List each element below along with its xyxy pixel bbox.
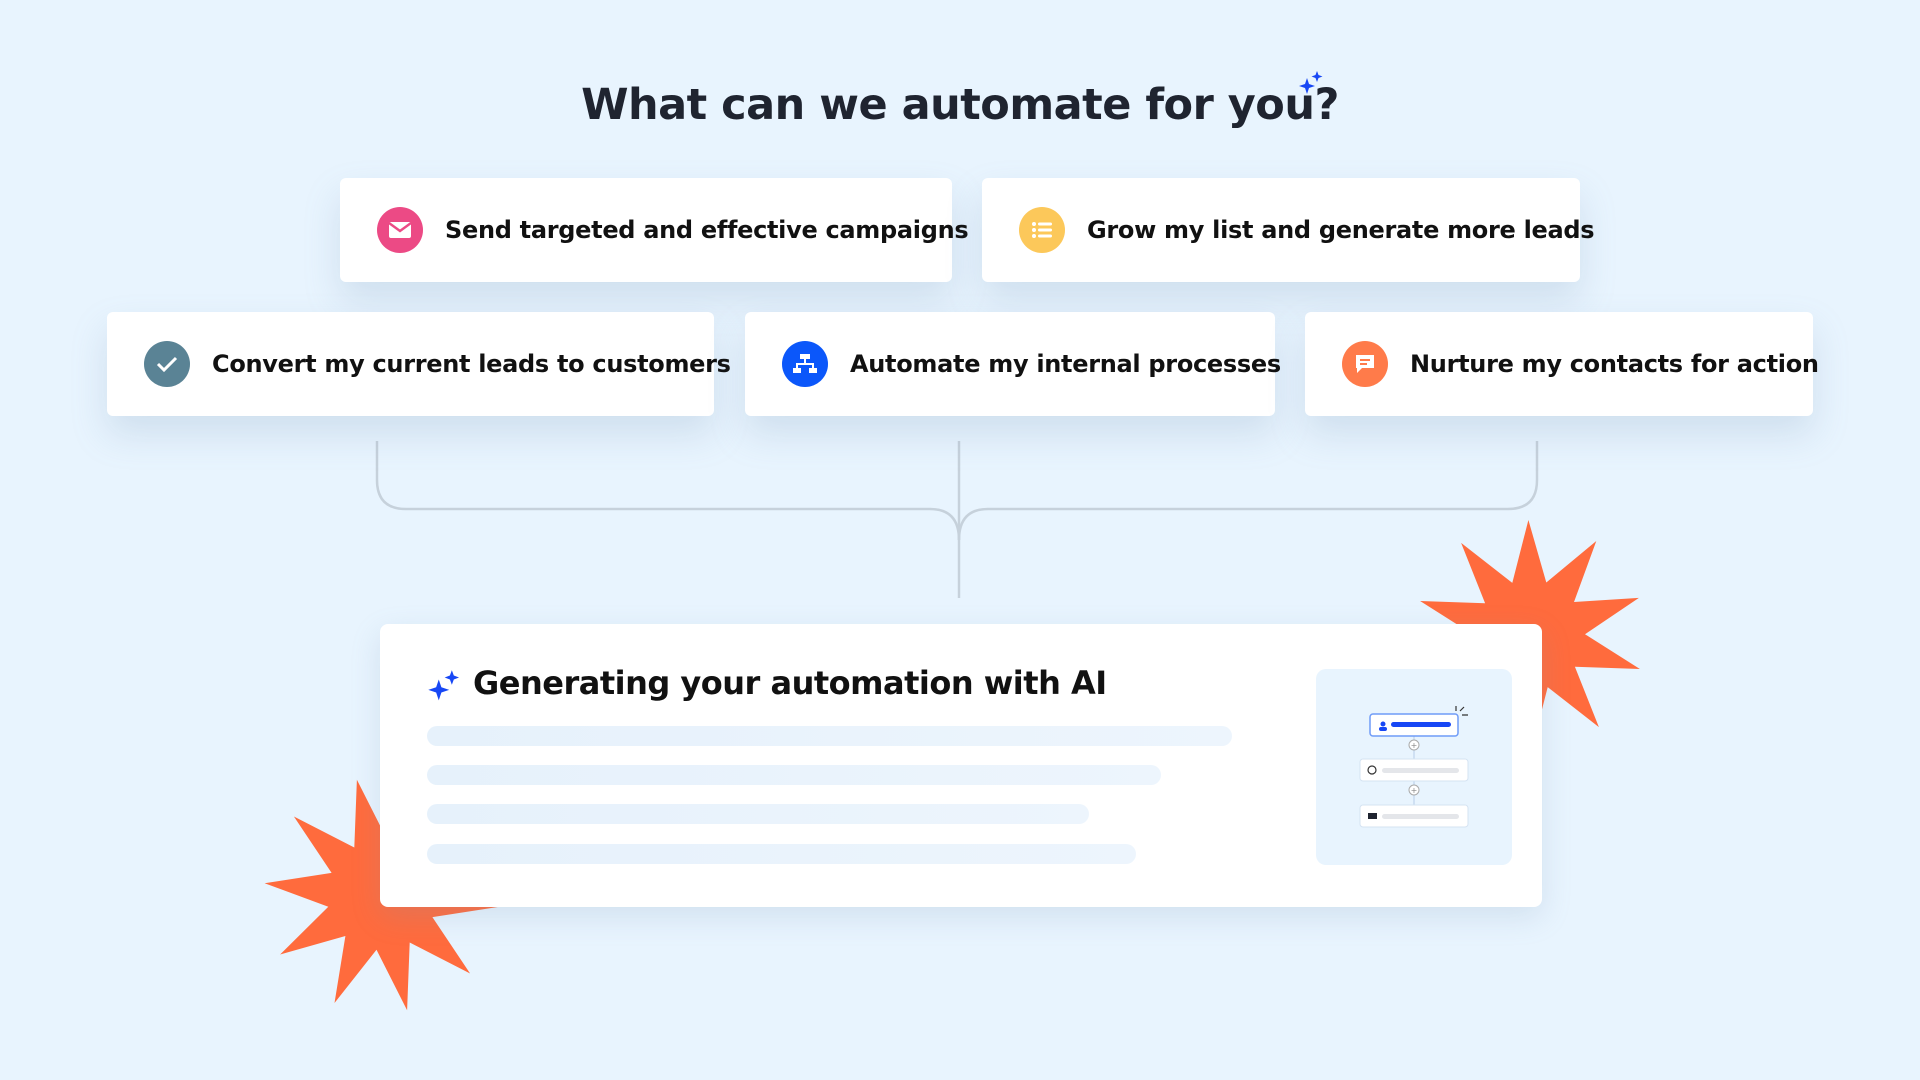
option-grow-list[interactable]: Grow my list and generate more leads bbox=[982, 178, 1595, 282]
loading-skeleton-bar bbox=[427, 726, 1232, 746]
page-title: What can we automate for you? bbox=[581, 80, 1339, 130]
option-automate-processes[interactable]: Automate my internal processes bbox=[745, 312, 1281, 416]
loading-skeleton-bar bbox=[427, 844, 1136, 864]
list-icon bbox=[1019, 207, 1065, 253]
option-label: Grow my list and generate more leads bbox=[1087, 216, 1595, 244]
option-convert-leads[interactable]: Convert my current leads to customers bbox=[107, 312, 731, 416]
chat-icon bbox=[1342, 341, 1388, 387]
flowchart-icon bbox=[782, 341, 828, 387]
option-label: Convert my current leads to customers bbox=[212, 350, 731, 378]
option-send-campaigns[interactable]: Send targeted and effective campaigns bbox=[340, 178, 969, 282]
connector-lines bbox=[375, 441, 1539, 598]
envelope-icon bbox=[377, 207, 423, 253]
generating-title: Generating your automation with AI bbox=[473, 664, 1107, 702]
option-label: Automate my internal processes bbox=[850, 350, 1281, 378]
svg-text:+: + bbox=[1411, 741, 1418, 750]
workflow-diagram: + + bbox=[1359, 706, 1469, 828]
generating-panel: Generating your automation with AI + + bbox=[380, 624, 1542, 907]
loading-skeleton-bar bbox=[427, 765, 1161, 785]
checkmark-icon bbox=[144, 341, 190, 387]
svg-text:+: + bbox=[1411, 786, 1418, 795]
loading-skeleton-bar bbox=[427, 804, 1089, 824]
workflow-preview: + + bbox=[1316, 669, 1512, 865]
option-label: Nurture my contacts for action bbox=[1410, 350, 1819, 378]
option-nurture-contacts[interactable]: Nurture my contacts for action bbox=[1305, 312, 1819, 416]
sparkle-icon bbox=[1299, 71, 1323, 94]
sparkle-icon bbox=[428, 670, 460, 701]
option-label: Send targeted and effective campaigns bbox=[445, 216, 969, 244]
